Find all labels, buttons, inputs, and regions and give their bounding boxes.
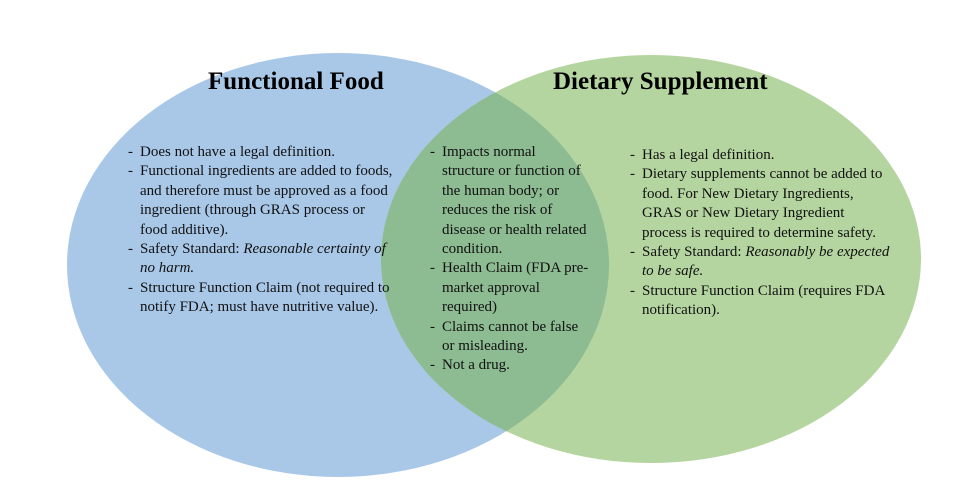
list-item: Has a legal definition. [630,146,892,166]
list-item: Dietary supplements cannot be added to f… [630,165,892,243]
list-item: Structure Function Claim (not required t… [128,279,396,318]
list-item: Does not have a legal definition. [128,143,396,163]
functional-food-list: Does not have a legal definition. Functi… [128,143,396,318]
functional-food-title: Functional Food [208,68,384,95]
list-item: Health Claim (FDA pre-market approval re… [430,259,590,317]
list-item: Safety Standard: Reasonable certainty of… [128,240,396,279]
list-item: Structure Function Claim (requires FDA n… [630,282,892,321]
list-item: Impacts normal structure or function of … [430,143,590,259]
list-item: Safety Standard: Reasonably be expected … [630,243,892,282]
dietary-supplement-list: Has a legal definition. Dietary suppleme… [630,146,892,321]
list-item: Claims cannot be false or misleading. [430,318,590,357]
list-item: Functional ingredients are added to food… [128,162,396,240]
dietary-supplement-title: Dietary Supplement [553,68,768,95]
shared-characteristics-list: Impacts normal structure or function of … [430,143,590,376]
list-item: Not a drug. [430,356,590,376]
